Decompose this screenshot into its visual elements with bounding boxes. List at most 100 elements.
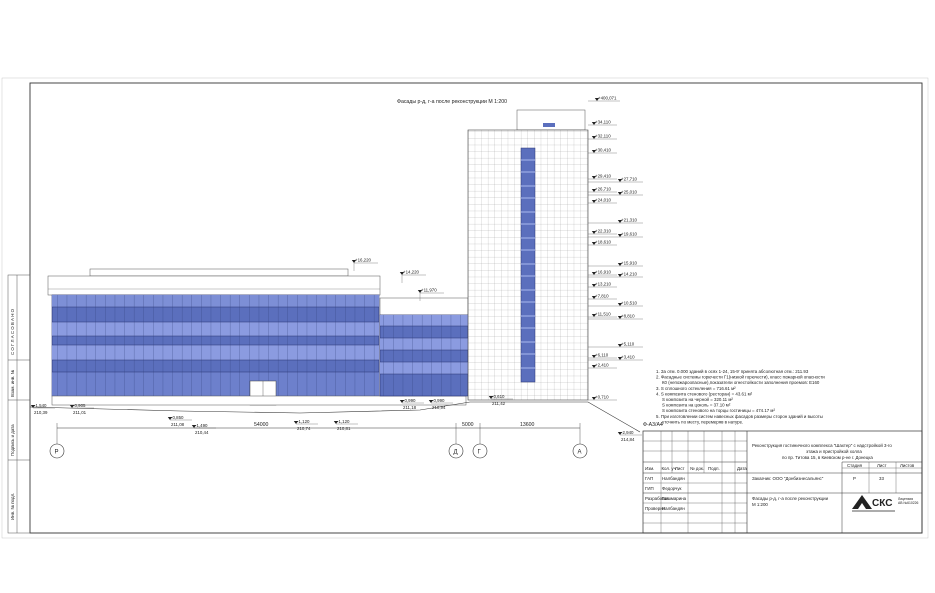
elevation-mark-label: +14,210	[621, 272, 638, 277]
axis-bubble-a	[572, 443, 588, 459]
elevation-marker-icon	[399, 272, 405, 275]
ground-line	[29, 401, 641, 433]
elevation-mark-label: +6,110	[595, 353, 609, 358]
axis-label-a: А	[578, 450, 582, 456]
elevation-marker-icon	[617, 220, 623, 223]
elevation-marker-icon	[591, 150, 597, 153]
elevation-mark-label: +7,810	[595, 294, 609, 299]
elevation-mark-label: +27,710	[621, 177, 638, 182]
sheet-title-line-2: М 1:200	[752, 502, 768, 507]
ground-abs-label: 211,18	[403, 405, 417, 410]
outer-sheet-edge	[1, 77, 929, 539]
ground-mark-label: -1,540	[34, 403, 47, 408]
left-stamp: С О Г Л А С О В А Н О Взам. инв. № Подпи…	[7, 274, 31, 534]
elevation-mark-label: +30,410	[595, 148, 612, 153]
project-line-2: этажа и пристройкой холла	[806, 449, 862, 454]
elevation-marker-icon	[351, 260, 357, 263]
axis-bubble-g	[472, 443, 488, 459]
elevation-marker-icon	[293, 421, 299, 424]
elevation-marker-icon	[617, 192, 623, 195]
low-building-elevation	[47, 268, 469, 406]
axis-label-g: Г	[478, 450, 482, 456]
elevation-marker-icon	[69, 405, 75, 408]
sks-logo: СКС	[852, 495, 895, 512]
axis-label-d: Д	[454, 450, 458, 456]
dimension-5000: 5000	[462, 422, 474, 428]
elevation-marker-icon	[591, 231, 597, 234]
format-label: Ф-А3/А4	[643, 422, 663, 428]
ground-abs-label: 214,84	[621, 437, 635, 442]
axis-bubble-d	[448, 443, 464, 459]
ground-mark-label: -2,940	[621, 430, 634, 435]
elevation-mark-label: +3,410	[621, 355, 635, 360]
elevation-mark-label: +13,210	[595, 282, 612, 287]
elevation-marker-icon	[591, 314, 597, 317]
elevation-marker-icon	[591, 200, 597, 203]
elevation-marker-icon	[591, 122, 597, 125]
elevation-mark-label: +400,071	[598, 96, 617, 101]
note-line: К0 (непожароопасные),показатели огнестой…	[662, 380, 820, 385]
roof-edge-middle	[379, 297, 469, 316]
elevation-mark-label: +14,220	[403, 270, 420, 275]
sheet-title-line-1: Фасады р-д, г-а после реконструкции	[752, 496, 829, 501]
name-proveril: Налбандян	[662, 506, 685, 511]
elevation-mark-label: +34,110	[595, 120, 611, 125]
elevation-marker-icon	[167, 417, 173, 420]
role-razrabotal: Разработал	[645, 496, 669, 501]
elevation-marker-icon	[30, 405, 36, 408]
note-line: 2. Фасадные системы горючести Г1(низкой …	[656, 375, 825, 380]
sheets-label: Листов	[900, 463, 915, 468]
elevation-mark-label: +29,410	[595, 174, 612, 179]
sks-logo-mark-icon	[852, 495, 872, 509]
stage-label: Стадия	[847, 463, 863, 468]
ground-mark-label: -0,905	[73, 403, 86, 408]
elevation-marker-icon	[617, 303, 623, 306]
ground-mark-label: -0,990	[432, 398, 445, 403]
dimension-13600: 13600	[520, 422, 535, 428]
elevation-marker-icon	[591, 365, 597, 368]
elevation-marker-icon	[591, 272, 597, 275]
elevation-mark-label: +22,310	[595, 229, 612, 234]
elevation-mark-label: +8,810	[621, 314, 635, 319]
elevation-mark-label: +19,610	[621, 232, 638, 237]
license-line-2: АВ №610226	[898, 501, 919, 505]
stage-value: Р	[853, 476, 856, 481]
ground-abs-label: 211,42	[492, 401, 506, 406]
note-line: S композита на цоколь = 37.10 м²	[662, 403, 731, 408]
note-line: S композита стенового на торцы гостиницы…	[662, 408, 775, 413]
head-data: Дата	[737, 466, 747, 471]
project-line-1: Реконструкция гостиничного комплекса "Ша…	[752, 443, 892, 448]
elevation-marker-icon	[417, 290, 423, 293]
elevation-mark-label: +18,610	[595, 240, 612, 245]
elevation-marker-icon	[617, 344, 623, 347]
elevation-mark-label: +11,970	[421, 288, 437, 293]
elevation-marker-icon	[617, 274, 623, 277]
elevation-marker-icon	[591, 242, 597, 245]
elevation-marker-icon	[591, 189, 597, 192]
head-ndok: № док.	[690, 466, 704, 471]
ground-abs-label: 210,44	[195, 430, 209, 435]
role-gip: ГИП	[645, 486, 654, 491]
tower-elevation	[467, 109, 589, 401]
elevation-marker-icon	[333, 421, 339, 424]
elevation-marker-icon	[617, 316, 623, 319]
axis-label-r: Р	[55, 450, 59, 456]
head-kol-uch: Кол. уч	[662, 466, 676, 471]
elevation-mark-label: +32,110	[595, 134, 611, 139]
elevation-marker-icon	[399, 400, 405, 403]
dimension-chain: 54000 5000 13600	[56, 422, 581, 446]
elevation-marker-icon	[617, 234, 623, 237]
elevation-marker-icon	[591, 284, 597, 287]
ground-mark-label: -1,120	[297, 419, 310, 424]
elevation-marker-icon	[591, 176, 597, 179]
elevation-mark-label: +15,910	[621, 261, 638, 266]
elevation-marker-icon	[591, 296, 597, 299]
elevation-marker-icon	[617, 179, 623, 182]
ground-elevation-marks: -1,540210,39-0,905211,01-0,850211,08-1,4…	[30, 394, 642, 442]
elevation-mark-label: +16,220	[355, 258, 372, 263]
grid-axes: Р Д Г А	[49, 443, 588, 459]
elevation-mark-label: +2,410	[595, 363, 609, 368]
dimension-54000: 54000	[254, 422, 269, 428]
elevation-mark-label: +5,110	[621, 342, 635, 347]
